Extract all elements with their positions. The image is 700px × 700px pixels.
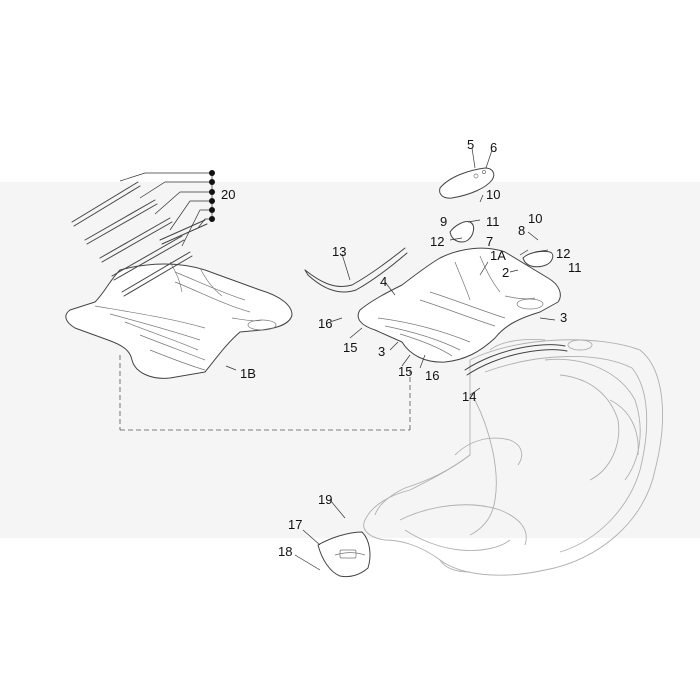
- cover-5-6: [439, 167, 495, 199]
- callout-3a: 3: [378, 344, 385, 359]
- callout-16b: 16: [425, 368, 439, 383]
- callout-12a: 12: [430, 234, 444, 249]
- callout-labels: 1B 1A 2 3 3 4 5 6 7 8 9 10 10 11 11 12 1…: [221, 137, 582, 559]
- callout-11b: 11: [568, 260, 582, 275]
- callout-1A: 1A: [490, 248, 506, 263]
- callout-10b: 10: [528, 211, 542, 226]
- callout-16a: 16: [318, 316, 332, 331]
- leader-lines: [119, 147, 556, 571]
- scooter-body: [363, 339, 663, 576]
- callout-5: 5: [467, 137, 474, 152]
- callout-19: 19: [318, 492, 332, 507]
- callout-14: 14: [462, 389, 476, 404]
- background-band: [0, 182, 700, 538]
- callout-20: 20: [221, 187, 235, 202]
- callout-10a: 10: [486, 187, 500, 202]
- callout-9: 9: [440, 214, 447, 229]
- footboard-17: [317, 531, 371, 578]
- callout-1B: 1B: [240, 366, 256, 381]
- footboard-1B: [65, 261, 293, 379]
- callout-15a: 15: [343, 340, 357, 355]
- callout-6: 6: [490, 140, 497, 155]
- rubber-strip-14: [464, 344, 568, 376]
- callout-17: 17: [288, 517, 302, 532]
- callout-8: 8: [518, 223, 525, 238]
- callout-13: 13: [332, 244, 346, 259]
- callout-2: 2: [502, 265, 509, 280]
- callout-7: 7: [486, 234, 493, 249]
- rubber-strips: [71, 181, 208, 297]
- strip-leaders: [119, 170, 215, 247]
- callout-12b: 12: [556, 246, 570, 261]
- callout-3b: 3: [560, 310, 567, 325]
- callout-15b: 15: [398, 364, 412, 379]
- rubber-strip-13: [304, 247, 408, 293]
- callout-11a: 11: [486, 214, 500, 229]
- footboard-1A: [357, 247, 561, 363]
- parts-8-9: [449, 221, 554, 268]
- callout-4: 4: [380, 274, 387, 289]
- callout-18: 18: [278, 544, 292, 559]
